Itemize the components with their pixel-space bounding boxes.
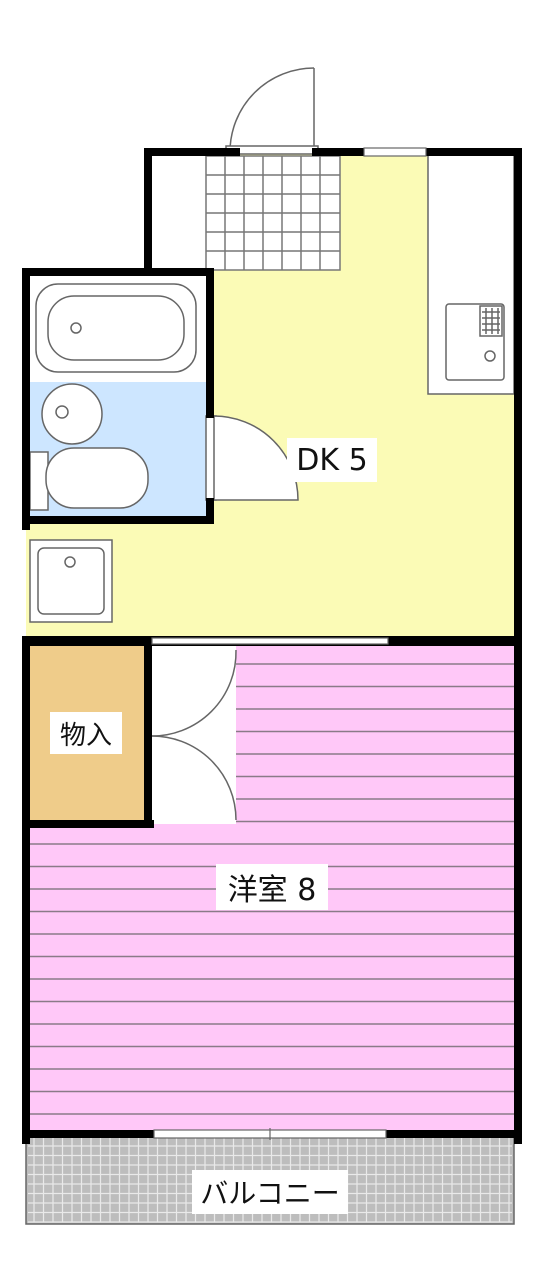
washbasin xyxy=(41,383,103,445)
bathtub xyxy=(35,283,197,373)
storage-closet-label: 物入 xyxy=(50,712,122,754)
floor-stripes xyxy=(30,663,514,1115)
windows xyxy=(151,147,427,1140)
washing-machine-pan xyxy=(29,539,113,623)
balcony-label: バルコニー xyxy=(192,1170,348,1214)
dk-room-label: DK 5 xyxy=(287,438,377,482)
entrance-floor xyxy=(148,152,208,270)
western-room-label: 洋室 8 xyxy=(216,864,328,910)
kitchen-sink xyxy=(445,303,505,381)
toilet xyxy=(29,447,149,511)
entrance-tiles xyxy=(205,155,341,271)
entrance-door xyxy=(225,67,319,155)
